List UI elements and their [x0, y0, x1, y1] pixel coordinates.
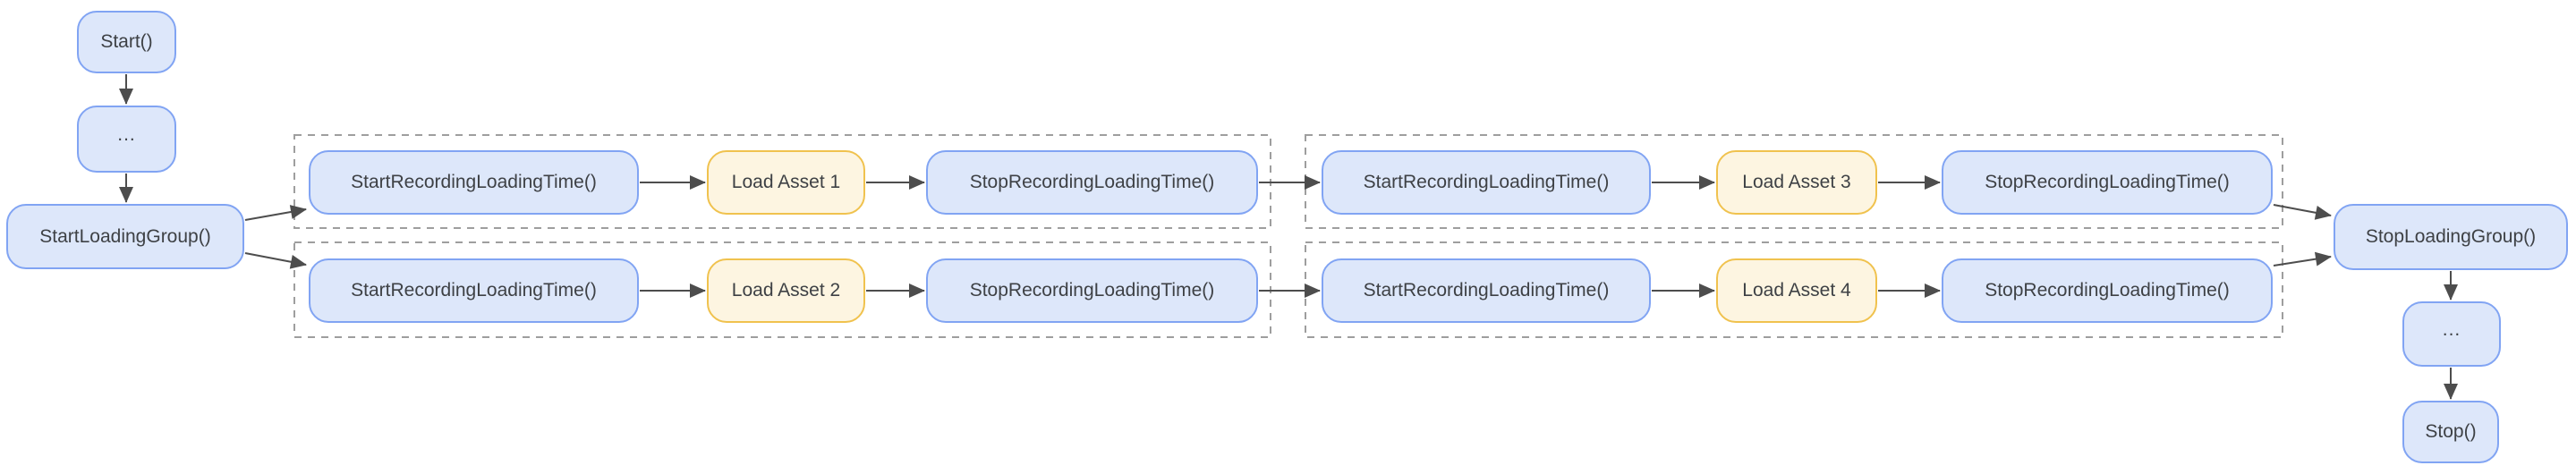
node-stop-loading-group: StopLoadingGroup() — [2334, 204, 2568, 270]
edge-startloadinggroup-to-track1 — [244, 205, 307, 221]
node-stop: Stop() — [2402, 401, 2499, 463]
node-load-asset-3: Load Asset 3 — [1716, 150, 1877, 215]
node-load-asset-4: Load Asset 4 — [1716, 258, 1877, 323]
node-track1-start-recording-a: StartRecordingLoadingTime() — [309, 150, 639, 215]
node-load-asset-2: Load Asset 2 — [707, 258, 865, 323]
edge-track2-to-stoploadinggroup — [2273, 251, 2332, 267]
node-track2-start-recording-b: StartRecordingLoadingTime() — [1322, 258, 1651, 323]
arrows — [119, 74, 2458, 400]
edge-startloadinggroup-to-track2 — [244, 252, 307, 269]
edge-track1-to-stoploadinggroup — [2273, 204, 2332, 220]
node-track2-start-recording-a: StartRecordingLoadingTime() — [309, 258, 639, 323]
node-load-asset-1: Load Asset 1 — [707, 150, 865, 215]
node-track2-stop-recording-a: StopRecordingLoadingTime() — [926, 258, 1258, 323]
node-start-loading-group: StartLoadingGroup() — [6, 204, 244, 269]
node-start: Start() — [77, 11, 176, 73]
node-track1-start-recording-b: StartRecordingLoadingTime() — [1322, 150, 1651, 215]
node-ellipsis-before: ... — [77, 106, 176, 173]
node-ellipsis-after: ... — [2402, 301, 2501, 367]
node-track2-stop-recording-b: StopRecordingLoadingTime() — [1942, 258, 2273, 323]
node-track1-stop-recording-a: StopRecordingLoadingTime() — [926, 150, 1258, 215]
node-track1-stop-recording-b: StopRecordingLoadingTime() — [1942, 150, 2273, 215]
